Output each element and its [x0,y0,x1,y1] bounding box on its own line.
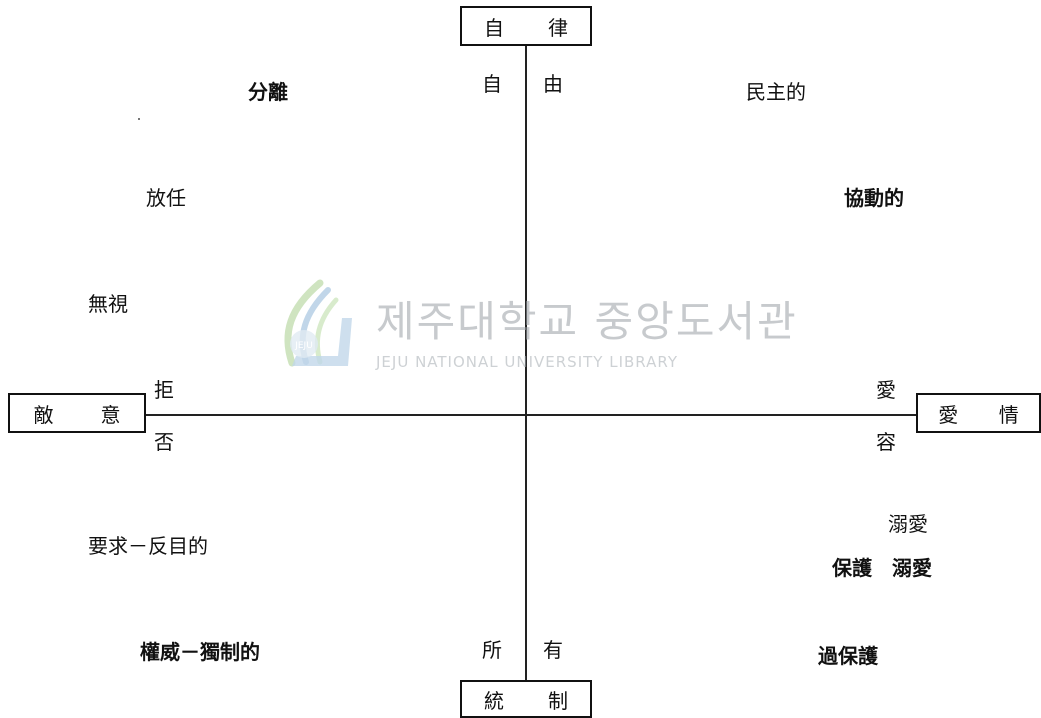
axis-box-autonomy: 自 律 [460,6,592,46]
axis-box-text: 意 [100,402,121,427]
axis-box-hostility: 敵 意 [8,393,146,433]
horizontal-axis-line [146,414,916,416]
axis-box-love: 愛 情 [916,393,1041,433]
vertical-axis-line [525,46,527,680]
axis-box-text: 統 [484,688,504,713]
axis-label-freedom-2: 由 [543,72,563,96]
axis-box-text: 情 [998,402,1019,427]
label-indulgent: 溺愛 [888,512,928,536]
axis-label-possession-1: 所 [482,638,502,662]
watermark-korean: 제주대학교 중앙도서관 [376,297,798,346]
library-watermark: JEJU 제주대학교 중앙도서관 JEJU NATIONAL UNIVERSIT… [272,278,796,378]
label-ignore: 無視 [88,292,128,316]
axis-label-freedom-1: 自 [482,72,502,96]
library-logo-icon: JEJU [284,279,352,367]
label-cooperative: 協動的 [844,186,904,210]
scan-speck [138,118,140,120]
label-democratic: 民主的 [746,80,806,104]
axis-label-rejection-1: 拒 [154,378,174,402]
axis-box-text: 制 [548,688,568,713]
axis-box-text: 愛 [938,402,959,427]
axis-label-rejection-2: 否 [154,430,174,454]
axis-box-text: 敵 [33,402,54,427]
axis-label-acceptance-1: 愛 [876,378,896,402]
axis-box-text: 律 [548,15,568,40]
logo-text: JEJU [294,341,313,351]
axis-box-control: 統 制 [460,680,592,718]
watermark-english: JEJU NATIONAL UNIVERSITY LIBRARY [376,353,678,371]
label-protective-indulgent: 保護 溺愛 [832,556,932,580]
axis-box-text: 自 [484,15,504,40]
label-neglect: 放任 [146,186,186,210]
label-authoritarian: 權威－獨制的 [140,640,260,664]
label-overprotective: 過保護 [818,644,878,668]
label-demand-hostile: 要求－反目的 [88,534,208,558]
axis-label-acceptance-2: 容 [876,430,896,454]
axis-label-possession-2: 有 [543,638,563,662]
label-separation: 分離 [248,80,288,104]
